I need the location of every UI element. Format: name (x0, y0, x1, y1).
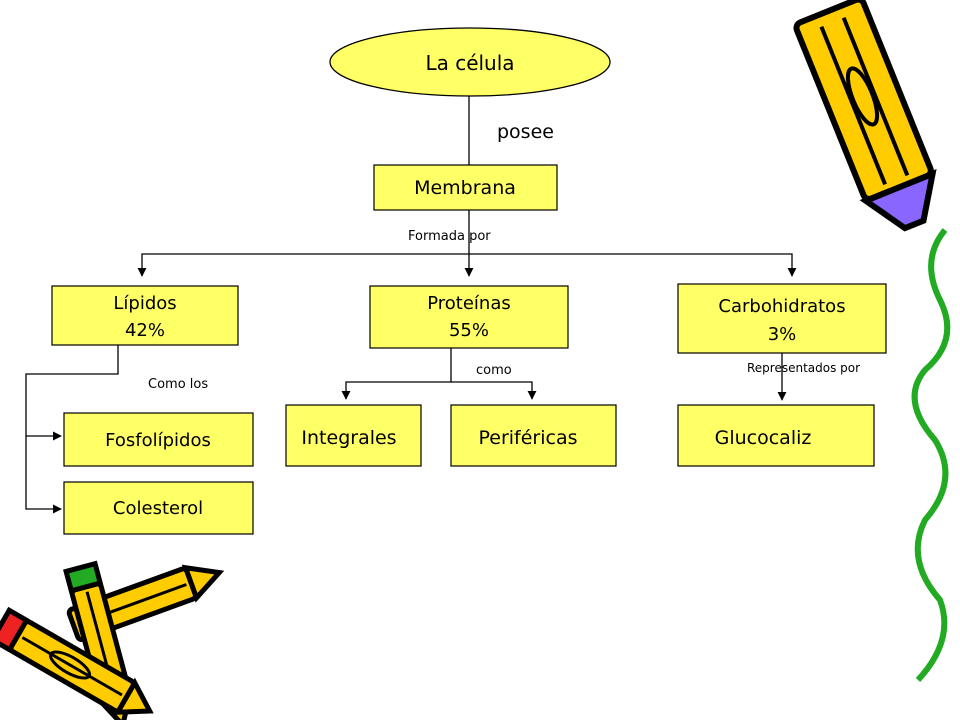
node-glucocaliz-label: Glucocaliz (715, 427, 812, 449)
node-carbohidratos-label: Carbohidratos (718, 296, 845, 317)
edge-label-representados-por: Representados por (747, 361, 860, 375)
node-proteinas-label: Proteínas (427, 293, 511, 314)
edge-label-como-los: Como los (148, 377, 208, 392)
node-carbohidratos-value: 3% (768, 324, 797, 345)
node-membrana-label: Membrana (414, 177, 516, 199)
edge-label-como: como (476, 363, 512, 378)
connector-branch-bar (137, 253, 797, 277)
node-integrales[interactable]: Integrales (285, 404, 422, 467)
node-membrana[interactable]: Membrana (373, 164, 558, 211)
pencil-icon (793, 0, 937, 232)
node-la-celula[interactable]: La célula (329, 27, 611, 97)
node-carbohidratos[interactable]: Carbohidratos 3% (677, 283, 887, 354)
node-lipidos[interactable]: Lípidos 42% (51, 285, 239, 346)
pencils-icon (0, 560, 225, 720)
connectors (25, 95, 797, 514)
edge-label-posee: posee (497, 121, 554, 143)
node-fosfolipidos[interactable]: Fosfolípidos (63, 412, 254, 467)
node-fosfolipidos-label: Fosfolípidos (105, 430, 211, 451)
node-perifericas-label: Periféricas (478, 427, 577, 449)
node-colesterol[interactable]: Colesterol (63, 481, 254, 535)
node-glucocaliz[interactable]: Glucocaliz (677, 404, 875, 467)
connector-proteinas-integrales (341, 348, 452, 400)
connector-lipidos-colesterol (25, 436, 62, 514)
node-lipidos-label: Lípidos (113, 293, 176, 314)
connector-lipidos-fosfolipidos (25, 345, 119, 441)
edge-label-formada-por: Formada por (408, 229, 491, 244)
node-integrales-label: Integrales (301, 427, 396, 449)
connector-proteinas-perifericas (451, 381, 537, 400)
node-lipidos-value: 42% (125, 320, 165, 341)
node-perifericas[interactable]: Periféricas (450, 404, 617, 467)
node-la-celula-label: La célula (425, 51, 514, 75)
node-colesterol-label: Colesterol (113, 498, 203, 519)
node-proteinas[interactable]: Proteínas 55% (369, 285, 569, 349)
node-proteinas-value: 55% (449, 320, 489, 341)
wavy-border-icon (911, 228, 951, 683)
